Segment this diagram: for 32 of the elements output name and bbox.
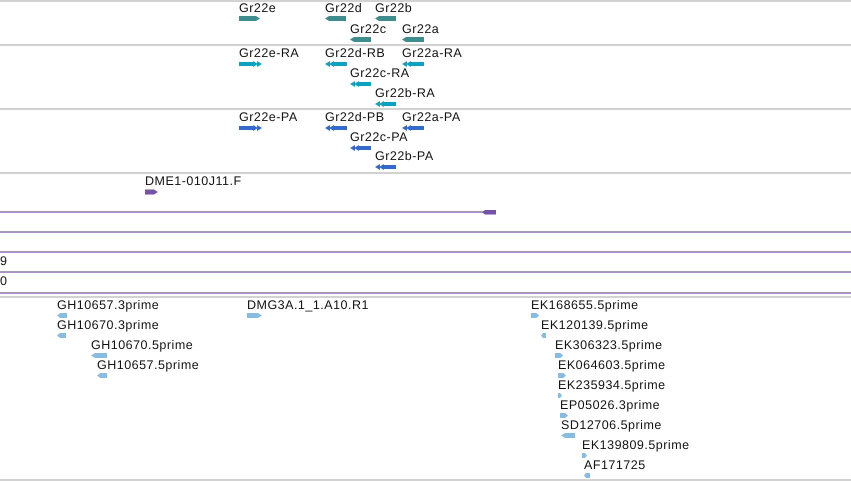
feature-label: Gr22a-RA [402, 47, 462, 60]
feature-label: Gr22c-PA [350, 131, 408, 144]
feature-label: Gr22d-PB [325, 111, 385, 124]
feature-label: Gr22d [325, 2, 362, 15]
feature-label: AF171725 [584, 459, 646, 472]
feature-label: SD12706.5prime [561, 419, 662, 432]
feature-label: Gr22e-PA [239, 111, 298, 124]
feature-label: 0 [0, 275, 8, 288]
feature-label: EK235934.5prime [558, 379, 666, 392]
feature-label: DME1-010J11.F [145, 175, 242, 188]
feature-label: DMG3A.1_1.A10.R1 [247, 299, 369, 312]
feature-label: GH10657.3prime [57, 299, 160, 312]
feature-label: Gr22e [239, 2, 276, 15]
feature-label: Gr22c-RA [350, 67, 410, 80]
feature-label: EK306323.5prime [555, 339, 663, 352]
feature-label: Gr22c [350, 23, 387, 36]
feature-label: GH10670.3prime [57, 319, 160, 332]
feature-label: EK064603.5prime [558, 359, 666, 372]
feature-label: Gr22e-RA [239, 47, 300, 60]
feature-label: GH10670.5prime [91, 339, 194, 352]
feature-label: Gr22a-PA [402, 111, 461, 124]
feature-label: EK139809.5prime [582, 439, 690, 452]
feature-label: EK168655.5prime [531, 299, 639, 312]
feature-label: Gr22b [375, 2, 412, 15]
feature-label: EK120139.5prime [541, 319, 649, 332]
feature-label: 9 [0, 255, 8, 268]
feature-label: GH10657.5prime [97, 359, 200, 372]
feature-label: EP05026.3prime [560, 399, 660, 412]
feature-label: Gr22b-RA [375, 87, 436, 100]
feature-label: Gr22b-PA [375, 150, 434, 163]
feature-label: Gr22a [402, 23, 440, 36]
feature-label: Gr22d-RB [325, 47, 386, 60]
